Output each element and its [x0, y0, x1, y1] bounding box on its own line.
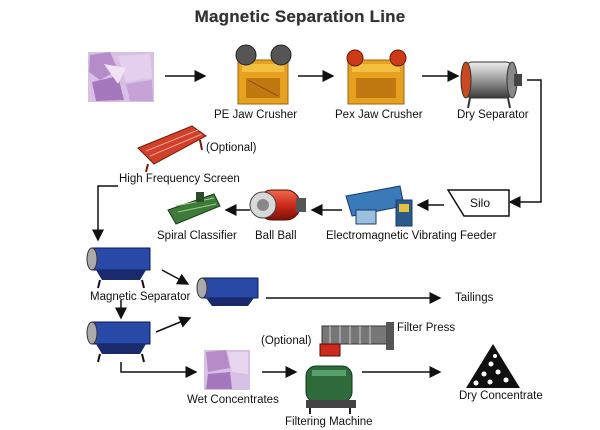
wet-concentrates-image [204, 350, 250, 390]
raw-ore-image [88, 52, 154, 102]
label-ball-ball: Ball Ball [255, 230, 297, 242]
silo-shape [446, 189, 510, 217]
label-dry-concentrate: Dry Concentrate [459, 390, 543, 402]
label-optional-screen: (Optional) [206, 142, 257, 154]
magnetic-separator-2-image [196, 277, 259, 306]
label-wet-concentrates: Wet Concentrates [187, 394, 279, 406]
filter-press-image [319, 322, 394, 357]
label-silo: Silo [470, 196, 491, 210]
label-filtering-machine: Filtering Machine [285, 416, 373, 428]
magnetic-separator-1-image [86, 247, 151, 289]
arrow-screen-to-magsep [92, 185, 118, 242]
diagram-title: Magnetic Separation Line [194, 7, 406, 26]
arrow-magsep3-to-magsep2 [155, 316, 192, 333]
ball-mill-image [249, 189, 306, 221]
arrow-magsep1-to-magsep2 [161, 269, 190, 285]
label-tailings: Tailings [455, 292, 494, 304]
label-spiral-classifier: Spiral Classifier [157, 230, 237, 242]
label-optional-filter: (Optional) [261, 335, 312, 347]
label-high-frequency-screen: High Frequency Screen [119, 173, 240, 185]
vibrating-feeder-image [345, 185, 413, 227]
label-electromagnetic-vibrating-feeder: Electromagnetic Vibrating Feeder [326, 230, 497, 242]
label-pe-jaw-crusher: PE Jaw Crusher [214, 109, 298, 121]
magnetic-separator-3-image [86, 321, 151, 363]
dry-separator-image [460, 61, 522, 109]
arrow-magsep3-to-wet [120, 362, 198, 378]
label-magnetic-separator: Magnetic Separator [90, 291, 191, 303]
filtering-machine-image [305, 365, 356, 414]
label-filter-press: Filter Press [397, 322, 456, 334]
label-pex-jaw-crusher: Pex Jaw Crusher [335, 109, 423, 121]
label-dry-separator: Dry Separator [457, 109, 529, 121]
arrow-dry-to-silo [508, 79, 542, 208]
spiral-classifier-image [167, 192, 221, 225]
high-frequency-screen-image [137, 125, 207, 173]
pex-jaw-crusher-image [346, 49, 407, 105]
pe-jaw-crusher-image [235, 44, 292, 105]
dry-concentrate-image [466, 344, 520, 388]
